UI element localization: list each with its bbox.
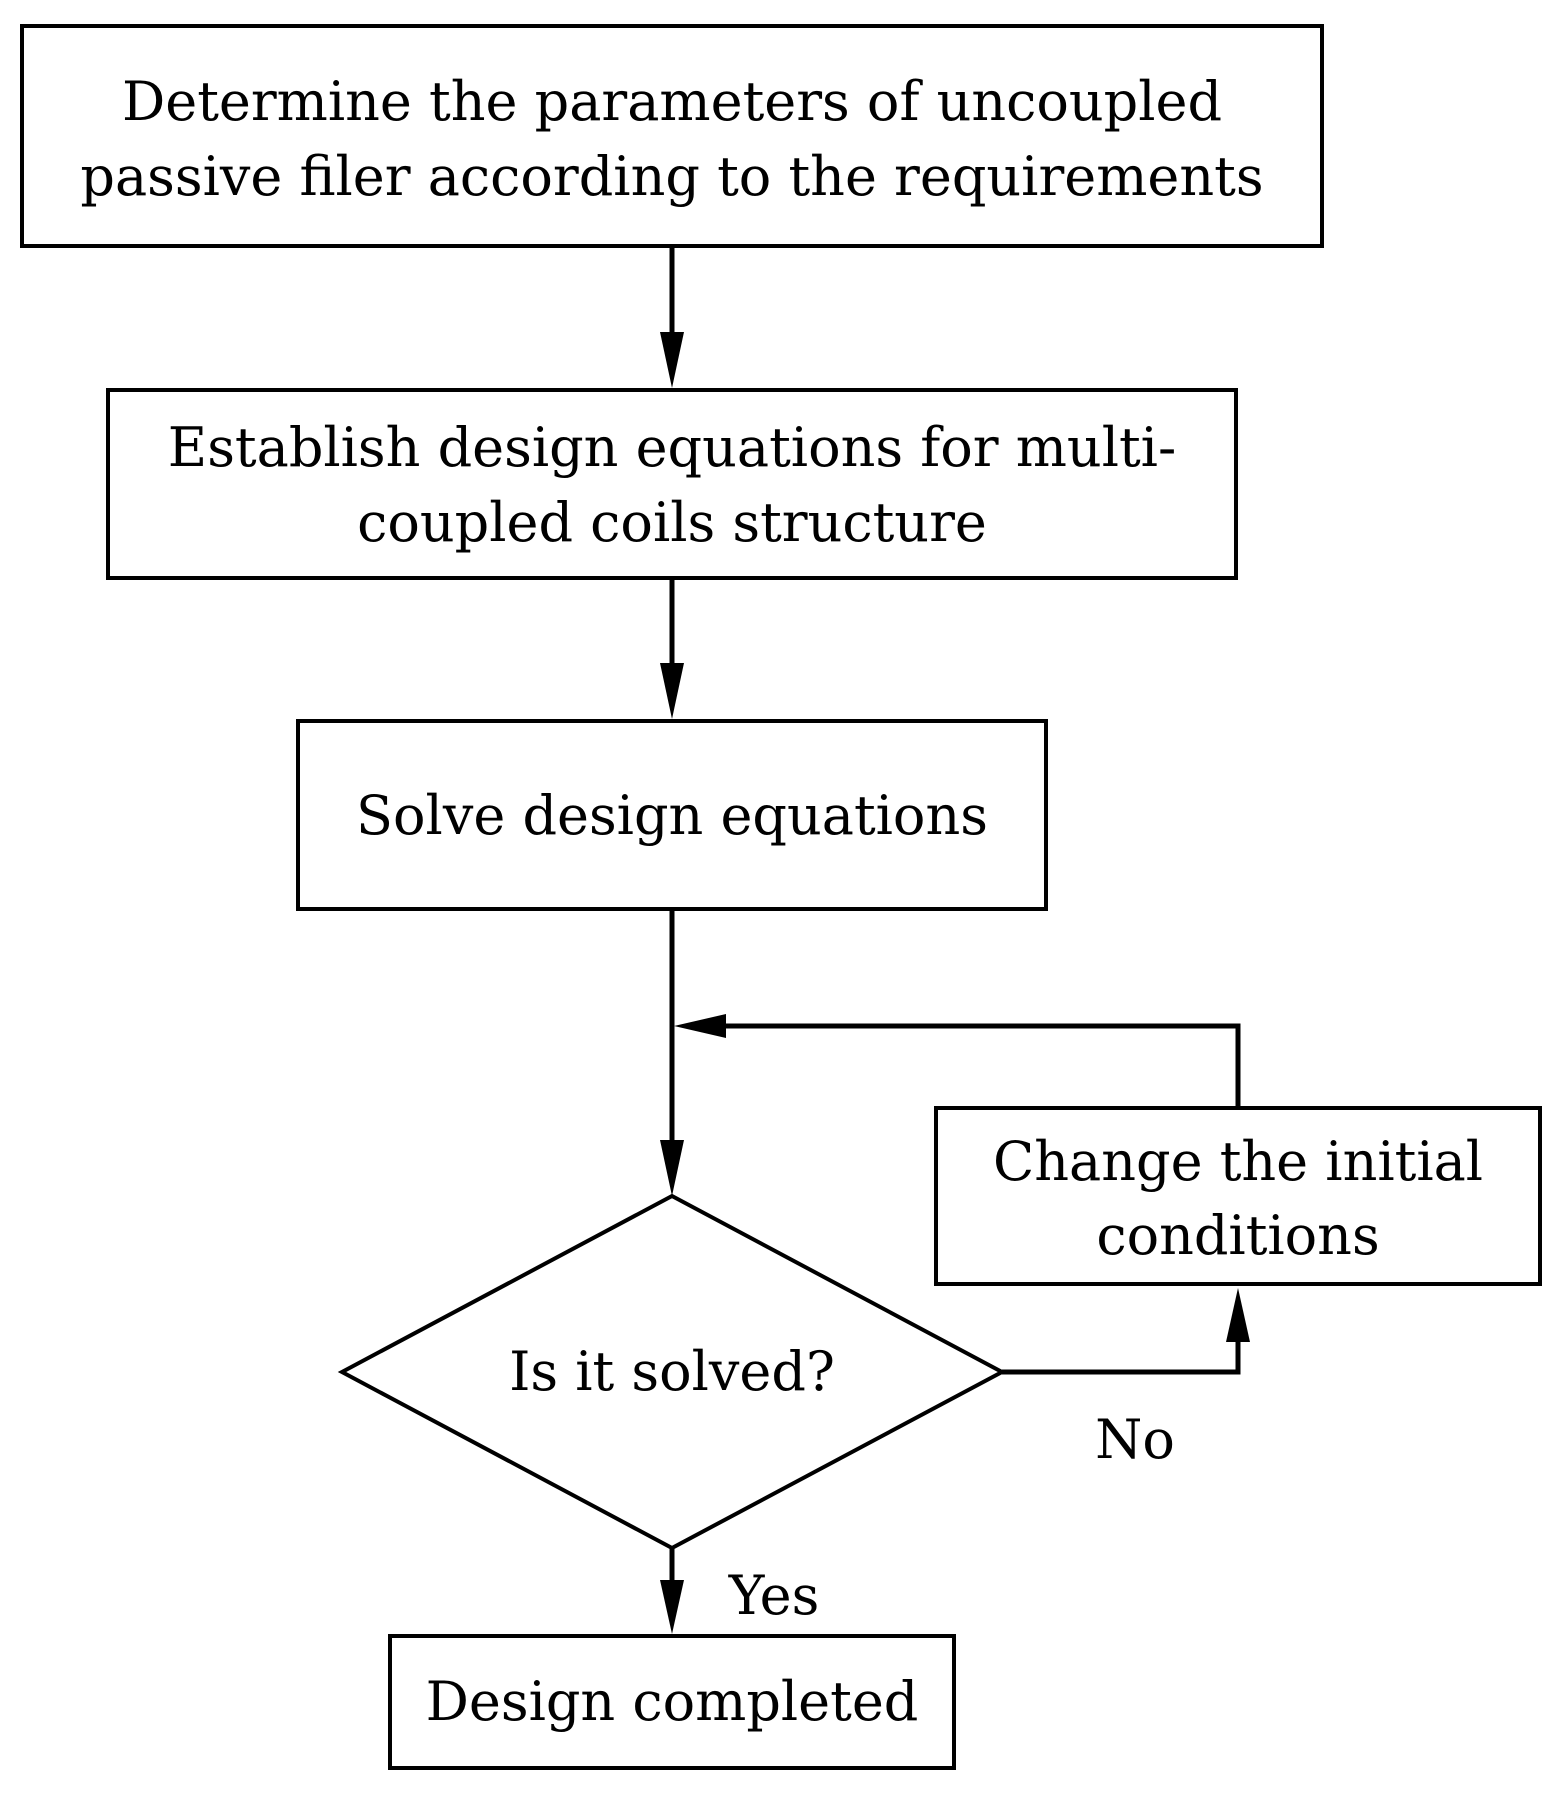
node-determine-box <box>20 24 1324 248</box>
edge-label-yes: Yes <box>728 1564 820 1627</box>
node-solve-text: Solve design equations <box>356 784 988 847</box>
node-solve-equations: Solve design equations <box>296 719 1048 911</box>
edge-label-no: No <box>1095 1408 1175 1471</box>
arrow-head-down <box>660 332 684 388</box>
node-design-completed: Design completed <box>388 1634 956 1770</box>
edge-establish-to-solve <box>660 578 684 719</box>
arrow-head-down <box>660 663 684 719</box>
node-determine-text-line1: Determine the parameters of uncoupled <box>122 70 1222 133</box>
node-completed-text: Design completed <box>426 1670 919 1733</box>
arrow-head-left <box>674 1014 726 1038</box>
node-determine-parameters: Determine the parameters of uncoupled pa… <box>20 24 1324 248</box>
node-change-text-line2: conditions <box>1096 1204 1379 1267</box>
edge-solve-to-decision <box>660 909 684 1196</box>
node-decision-text: Is it solved? <box>509 1340 835 1403</box>
edge-change-loop-line <box>720 1023 1241 1108</box>
node-solve-box <box>296 719 1048 911</box>
arrow-head-down <box>660 1140 684 1196</box>
node-establish-text-line1: Establish design equations for multi- <box>168 416 1176 479</box>
arrow-head-up <box>1226 1288 1250 1342</box>
node-establish-text-line2: coupled coils structure <box>357 491 987 554</box>
edge-change-loop-back <box>674 1014 1241 1108</box>
edge-decision-no-line <box>1002 1330 1241 1375</box>
edge-determine-to-establish <box>660 246 684 388</box>
node-completed-box <box>388 1634 956 1770</box>
arrow-head-down <box>660 1580 684 1634</box>
edge-decision-no-to-change: No <box>1002 1288 1250 1471</box>
node-establish-equations: Establish design equations for multi- co… <box>106 388 1238 580</box>
node-change-initial-conditions: Change the initial conditions <box>934 1106 1542 1286</box>
node-decision-is-solved: Is it solved? <box>337 1193 1007 1551</box>
node-change-box <box>934 1106 1542 1286</box>
node-determine-text-line2: passive filer according to the requireme… <box>80 145 1263 208</box>
edge-decision-yes-to-completed: Yes <box>660 1548 819 1634</box>
node-change-text-line1: Change the initial <box>993 1130 1483 1193</box>
